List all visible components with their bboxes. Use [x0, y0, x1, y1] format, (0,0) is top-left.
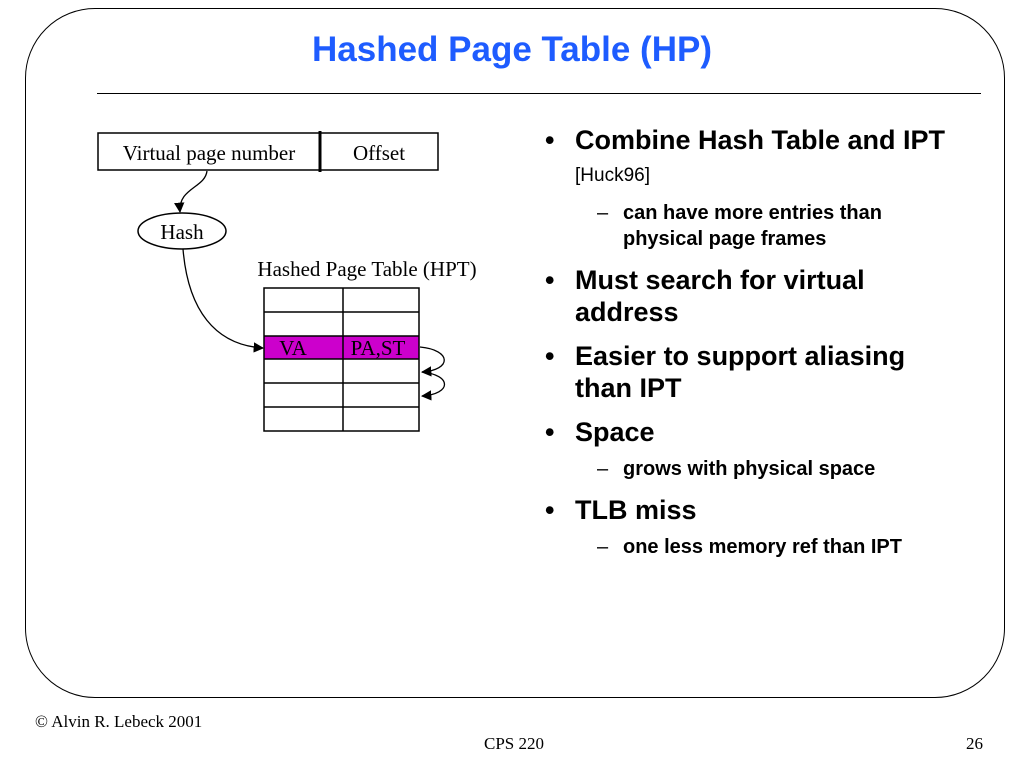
footer-page-number: 26: [966, 734, 983, 753]
bullet-text: TLB miss: [575, 495, 697, 525]
sub-bullet-item: –grows with physical space: [575, 456, 965, 482]
title-rule: [97, 93, 981, 94]
bullet-marker: •: [545, 341, 555, 371]
slide-title: Hashed Page Table (HP): [311, 30, 712, 69]
sub-bullet-item: –one less memory ref than IPT: [575, 534, 965, 560]
bullet-marker: •: [545, 125, 555, 155]
hpt-table: VA PA,ST: [263, 287, 420, 432]
bullet-text: Combine Hash Table and IPT: [575, 125, 946, 155]
bullet-item: • Space –grows with physical space: [545, 416, 965, 482]
bullet-text: Space: [575, 417, 655, 447]
hpt-highlight-row: [264, 336, 419, 359]
sub-bullet-list: –grows with physical space: [575, 456, 965, 482]
sub-bullet-marker: –: [597, 458, 609, 480]
bullet-citation: [Huck96]: [575, 165, 650, 186]
sub-bullet-text: grows with physical space: [623, 458, 876, 480]
bullet-item: • Easier to support aliasing than IPT: [545, 340, 965, 404]
sub-bullet-text: can have more entries than physical page…: [623, 202, 882, 250]
sub-bullet-text: one less memory ref than IPT: [623, 536, 902, 558]
sub-bullet-item: –can have more entries than physical pag…: [575, 200, 965, 252]
offset-field-box: [319, 132, 439, 171]
vpn-field-label: Virtual page number: [123, 141, 296, 165]
hash-function-node: [137, 212, 227, 250]
bullet-list: •Combine Hash Table and IPT [Huck96]–can…: [545, 124, 965, 572]
chain-arrow-1: [419, 346, 445, 377]
slide-frame: [25, 8, 1005, 698]
chain-arrow-2: [420, 371, 445, 401]
hpt-cell-pa-st: PA,ST: [351, 336, 406, 360]
bullet-item: • Must search for virtual address: [545, 264, 965, 328]
footer-copyright: © Alvin R. Lebeck 2001: [35, 712, 203, 731]
bullet-item: • Combine Hash Table and IPT [Huck96] –can…: [545, 124, 965, 252]
vpn-to-hash-arrow: [174, 170, 208, 214]
bullet-text: Must search for virtual address: [575, 265, 865, 327]
bullet-item: • TLB miss –one less memory ref than IPT: [545, 494, 965, 560]
hash-label: Hash: [160, 220, 204, 244]
bullet-marker: •: [545, 417, 555, 447]
bullet-marker: •: [545, 495, 555, 525]
bullet-marker: •: [545, 265, 555, 295]
offset-field-label: Offset: [353, 141, 405, 165]
vpn-field-box: [97, 132, 321, 171]
hpt-caption: Hashed Page Table (HPT): [257, 257, 476, 281]
sub-bullet-marker: –: [597, 536, 609, 558]
footer-course: CPS 220: [484, 734, 544, 753]
sub-bullet-list: –one less memory ref than IPT: [575, 534, 965, 560]
bullet-text: Easier to support aliasing than IPT: [575, 341, 906, 403]
hash-to-row-arrow: [182, 248, 265, 353]
hpt-cell-va: VA: [279, 336, 307, 360]
sub-bullet-marker: –: [597, 202, 609, 224]
sub-bullet-list: –can have more entries than physical pag…: [575, 200, 965, 252]
